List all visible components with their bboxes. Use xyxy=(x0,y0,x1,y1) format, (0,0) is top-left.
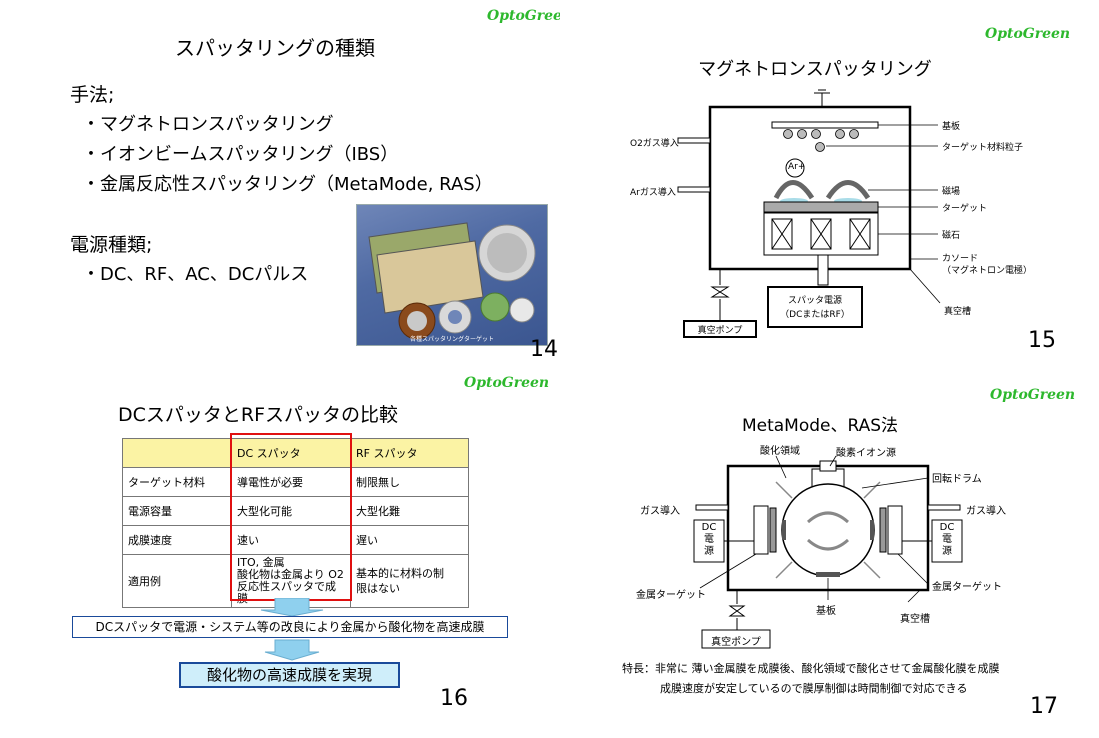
feature-line: 特長：非常に 薄い金属膜を成膜後、酸化領域で酸化させて金属酸化膜を成膜 xyxy=(622,662,1000,675)
improvement-banner: DCスパッタで電源・システム等の改良により金属から酸化物を高速成膜 xyxy=(72,616,508,638)
o2-gas-label: O2ガス導入 xyxy=(630,139,679,149)
dc-power-text: DC xyxy=(939,522,955,533)
power-heading: 電源種類; xyxy=(70,234,153,256)
slide-title: スパッタリングの種類 xyxy=(175,36,375,60)
rotary-drum-label: 回転ドラム xyxy=(932,474,982,485)
ion-label: Ar+ xyxy=(788,162,806,172)
table-cell: 導電性が必要 xyxy=(231,467,351,497)
method-item: ・イオンビームスパッタリング（IBS） xyxy=(82,144,399,165)
brand-logo: OptoGreen xyxy=(990,387,1076,403)
dc-power-text: 電 xyxy=(942,534,952,545)
pump-label: 真空ポンプ xyxy=(697,326,743,336)
table-header-row: DC スパッタ RF スパッタ xyxy=(122,438,469,468)
metal-target-left-label: 金属ターゲット xyxy=(636,590,706,601)
sputtering-targets-photo: 各種スパッタリングターゲット xyxy=(356,204,548,346)
substrate-label: 基板 xyxy=(816,606,836,617)
table-cell: 遅い xyxy=(350,525,469,555)
table-cell: 適用例 xyxy=(122,554,232,608)
table-cell: 基本的に材料の制 限はない xyxy=(350,554,469,608)
dc-power-text: DC xyxy=(701,522,717,533)
method-heading: 手法; xyxy=(70,84,115,106)
target-label: ターゲット xyxy=(942,204,988,214)
method-item: ・マグネトロンスパッタリング xyxy=(82,114,334,135)
page-number: 14 xyxy=(530,337,558,362)
table-header-cell xyxy=(122,438,232,468)
power-label: スパッタ電源 xyxy=(787,296,842,306)
magnet-label: 磁石 xyxy=(942,231,961,241)
slide-title: マグネトロンスパッタリング xyxy=(698,59,932,80)
power-types: ・DC、RF、AC、DCパルス xyxy=(82,264,309,285)
photo-caption: 各種スパッタリングターゲット xyxy=(409,336,494,343)
dc-power-text: 電 xyxy=(704,534,714,545)
magnetic-field-label: 磁場 xyxy=(942,187,961,197)
slide-title: MetaMode、RAS法 xyxy=(741,416,899,436)
ar-gas-label: Arガス導入 xyxy=(630,188,676,198)
table-row: 成膜速度 速い 遅い xyxy=(122,525,469,555)
comparison-table: DC スパッタ RF スパッタ ターゲット材料 導電性が必要 制限無し 電源容量… xyxy=(122,438,469,608)
gas-inlet-right-label: ガス導入 xyxy=(966,506,1006,517)
usage-rf-line: 基本的に材料の制 xyxy=(356,567,444,580)
page-number: 16 xyxy=(440,686,468,711)
usage-dc-line: 反応性スパッタで成膜 xyxy=(237,580,336,605)
usage-dc-line: ITO, 金属 xyxy=(237,556,285,569)
table-cell: 電源容量 xyxy=(122,496,232,526)
table-cell: 制限無し xyxy=(350,467,469,497)
table-cell: 大型化難 xyxy=(350,496,469,526)
table-cell: 大型化可能 xyxy=(231,496,351,526)
brand-logo: OptoGreen xyxy=(985,26,1071,42)
table-row: 適用例 ITO, 金属 酸化物は金属より O2 反応性スパッタで成膜 基本的に材… xyxy=(122,554,469,608)
magnetron-diagram xyxy=(677,89,941,338)
brand-logo: OptoGreen xyxy=(487,8,560,24)
feature-line: 成膜速度が安定しているので膜厚制御は時間制御で対応できる xyxy=(660,682,968,695)
dc-power-right: DC 電 源 xyxy=(932,522,962,558)
dc-power-left: DC 電 源 xyxy=(694,522,724,558)
page-number: 17 xyxy=(1030,694,1058,719)
page-number: 15 xyxy=(1028,328,1056,353)
oxidation-zone-label: 酸化領域 xyxy=(760,446,800,457)
metal-target-right-label: 金属ターゲット xyxy=(932,582,1002,593)
cathode-label: カソード xyxy=(942,254,979,264)
usage-rf-line: 限はない xyxy=(356,582,400,595)
table-header-cell: RF スパッタ xyxy=(350,438,469,468)
table-cell: ターゲット材料 xyxy=(122,467,232,497)
down-arrow-icon xyxy=(260,598,324,661)
substrate-label: 基板 xyxy=(942,122,961,132)
cathode-sub-label: （マグネトロン電極） xyxy=(942,266,1033,276)
dc-highlight-box xyxy=(230,433,352,601)
dc-power-text: 源 xyxy=(942,546,952,557)
usage-dc-line: 酸化物は金属より O2 xyxy=(237,568,344,581)
particles-label: ターゲット材料粒子 xyxy=(942,143,1024,153)
dc-power-text: 源 xyxy=(704,546,714,557)
slide-title: DCスパッタとRFスパッタの比較 xyxy=(117,404,399,426)
table-header-cell: DC スパッタ xyxy=(231,438,351,468)
table-cell: 成膜速度 xyxy=(122,525,232,555)
gas-inlet-left-label: ガス導入 xyxy=(640,506,680,517)
chamber-label: 真空槽 xyxy=(944,307,972,317)
metamode-diagram xyxy=(693,455,963,649)
result-banner: 酸化物の高速成膜を実現 xyxy=(179,662,400,688)
slide-15: OptoGreen マグネトロンスパッタリング xyxy=(580,15,1080,360)
slide-14: OptoGreen スパッタリングの種類 手法; ・マグネトロンスパッタリング … xyxy=(0,0,560,365)
oxygen-ion-source-label: 酸素イオン源 xyxy=(836,448,896,459)
targets-illustration xyxy=(368,222,536,340)
chamber-label: 真空槽 xyxy=(900,614,930,625)
power-sub-label: （DCまたはRF） xyxy=(780,310,850,320)
method-item: ・金属反応性スパッタリング（MetaMode, RAS） xyxy=(82,174,493,195)
slide-17: OptoGreen MetaMode、RAS法 xyxy=(580,378,1080,726)
pump-label: 真空ポンプ xyxy=(711,637,761,648)
table-row: ターゲット材料 導電性が必要 制限無し xyxy=(122,467,469,497)
brand-logo: OptoGreen xyxy=(464,375,550,391)
